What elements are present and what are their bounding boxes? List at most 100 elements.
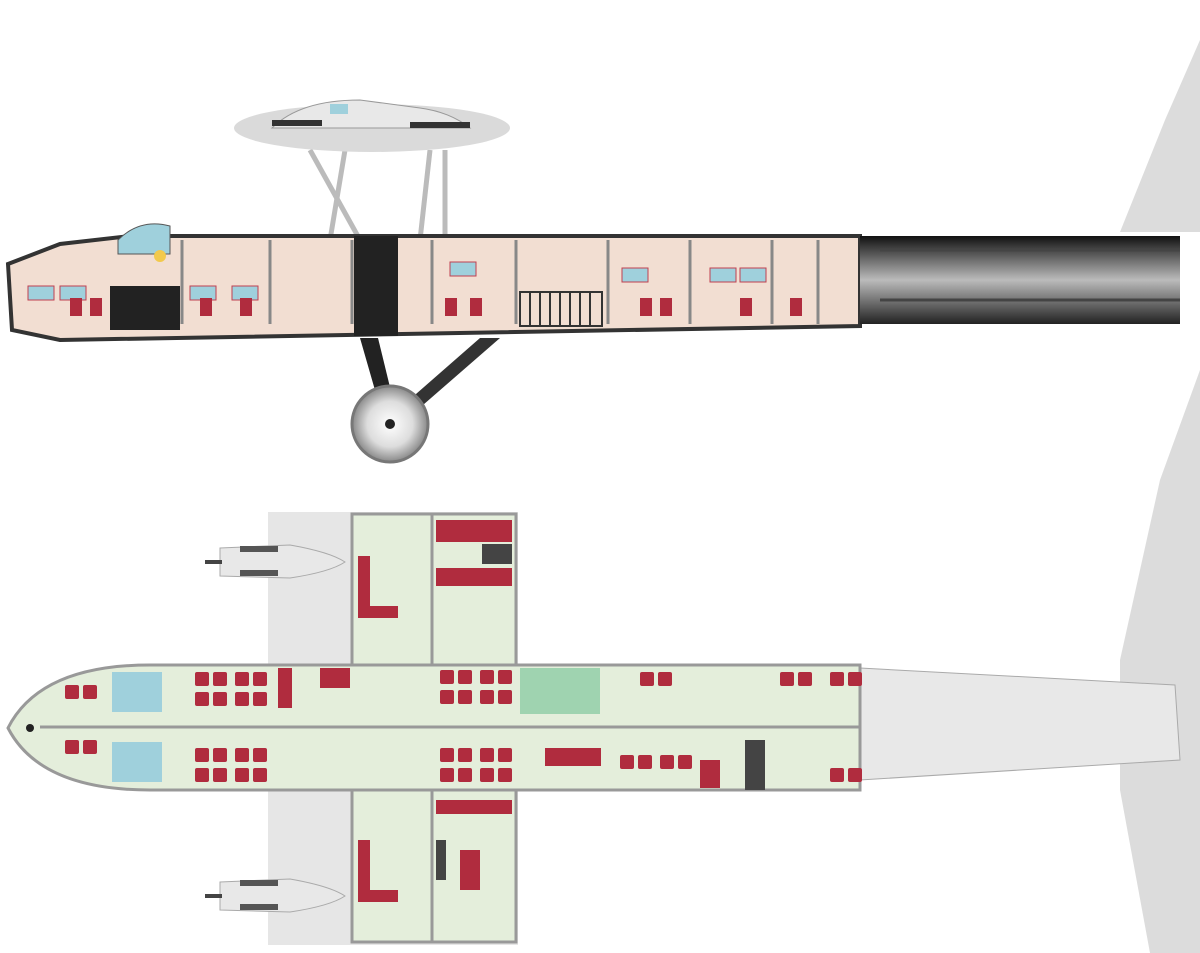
seat [498, 670, 512, 684]
seat [195, 768, 209, 782]
window [231, 285, 259, 301]
engine-nacelle-top [205, 544, 346, 579]
window [739, 267, 767, 283]
seat [830, 768, 844, 782]
seat [458, 748, 472, 762]
seat [70, 298, 82, 316]
seat [480, 768, 494, 782]
seat [240, 298, 252, 316]
seat [848, 768, 862, 782]
seat [195, 672, 209, 686]
engine-nacelle-bottom [205, 878, 346, 913]
seat [660, 755, 674, 769]
seat [458, 690, 472, 704]
furniture [436, 800, 512, 814]
engine-intake [272, 120, 322, 126]
cockpit-canopy [117, 223, 171, 255]
equipment [436, 840, 446, 880]
engine-exhaust [410, 122, 470, 128]
seat [780, 672, 794, 686]
seat [195, 692, 209, 706]
side-seats [70, 298, 802, 316]
wing-spar [354, 236, 398, 336]
furniture [358, 840, 370, 900]
seat [213, 768, 227, 782]
seat [445, 298, 457, 316]
seat [83, 685, 97, 699]
pilot-figure [154, 250, 166, 262]
seat [440, 768, 454, 782]
equipment [482, 544, 512, 564]
seat [480, 690, 494, 704]
engine-window [330, 104, 348, 114]
plan-view [6, 370, 1200, 953]
truss-members [880, 248, 1180, 302]
equipment [745, 740, 765, 790]
window [189, 285, 217, 301]
seat [235, 768, 249, 782]
furniture [460, 850, 480, 890]
seat [480, 748, 494, 762]
seat [660, 298, 672, 316]
furniture [436, 568, 512, 586]
seat [253, 692, 267, 706]
window [449, 261, 477, 277]
seat [83, 740, 97, 754]
seat [470, 298, 482, 316]
furniture [358, 606, 398, 618]
cabin-windows [27, 261, 767, 301]
cockpit-bulkhead [110, 286, 180, 330]
furniture [358, 890, 398, 902]
seat [458, 768, 472, 782]
furniture [436, 520, 512, 542]
seat [640, 298, 652, 316]
window [709, 267, 737, 283]
seat [253, 768, 267, 782]
seat [848, 672, 862, 686]
window [59, 285, 87, 301]
tail-boom [859, 667, 1181, 781]
seat [790, 298, 802, 316]
seat [498, 748, 512, 762]
seat [458, 670, 472, 684]
seat [638, 755, 652, 769]
seat [830, 672, 844, 686]
seat [253, 672, 267, 686]
furniture [278, 668, 292, 708]
seat [90, 298, 102, 316]
plan-seats [65, 520, 862, 902]
seat [213, 672, 227, 686]
seat [235, 748, 249, 762]
cockpit-right [112, 742, 162, 782]
seat [213, 692, 227, 706]
seat [678, 755, 692, 769]
seat [195, 748, 209, 762]
furniture [358, 556, 370, 616]
seat [440, 690, 454, 704]
nose-light [26, 724, 34, 732]
seat [440, 670, 454, 684]
tail-fin-lower [1120, 370, 1200, 953]
seat [213, 748, 227, 762]
furniture [545, 748, 601, 766]
seat [798, 672, 812, 686]
stairwell [520, 668, 600, 714]
stairs [519, 291, 603, 327]
seat [65, 740, 79, 754]
seat [498, 690, 512, 704]
window [621, 267, 649, 283]
furniture [700, 760, 720, 788]
cockpit-left [112, 672, 162, 712]
cabin-dividers [180, 240, 820, 324]
landing-gear [350, 338, 500, 464]
seat [200, 298, 212, 316]
engine-struts [307, 148, 448, 242]
side-view [5, 40, 1200, 464]
seat [480, 670, 494, 684]
seat [440, 748, 454, 762]
seat [740, 298, 752, 316]
seat [498, 768, 512, 782]
seat [253, 748, 267, 762]
window [27, 285, 55, 301]
